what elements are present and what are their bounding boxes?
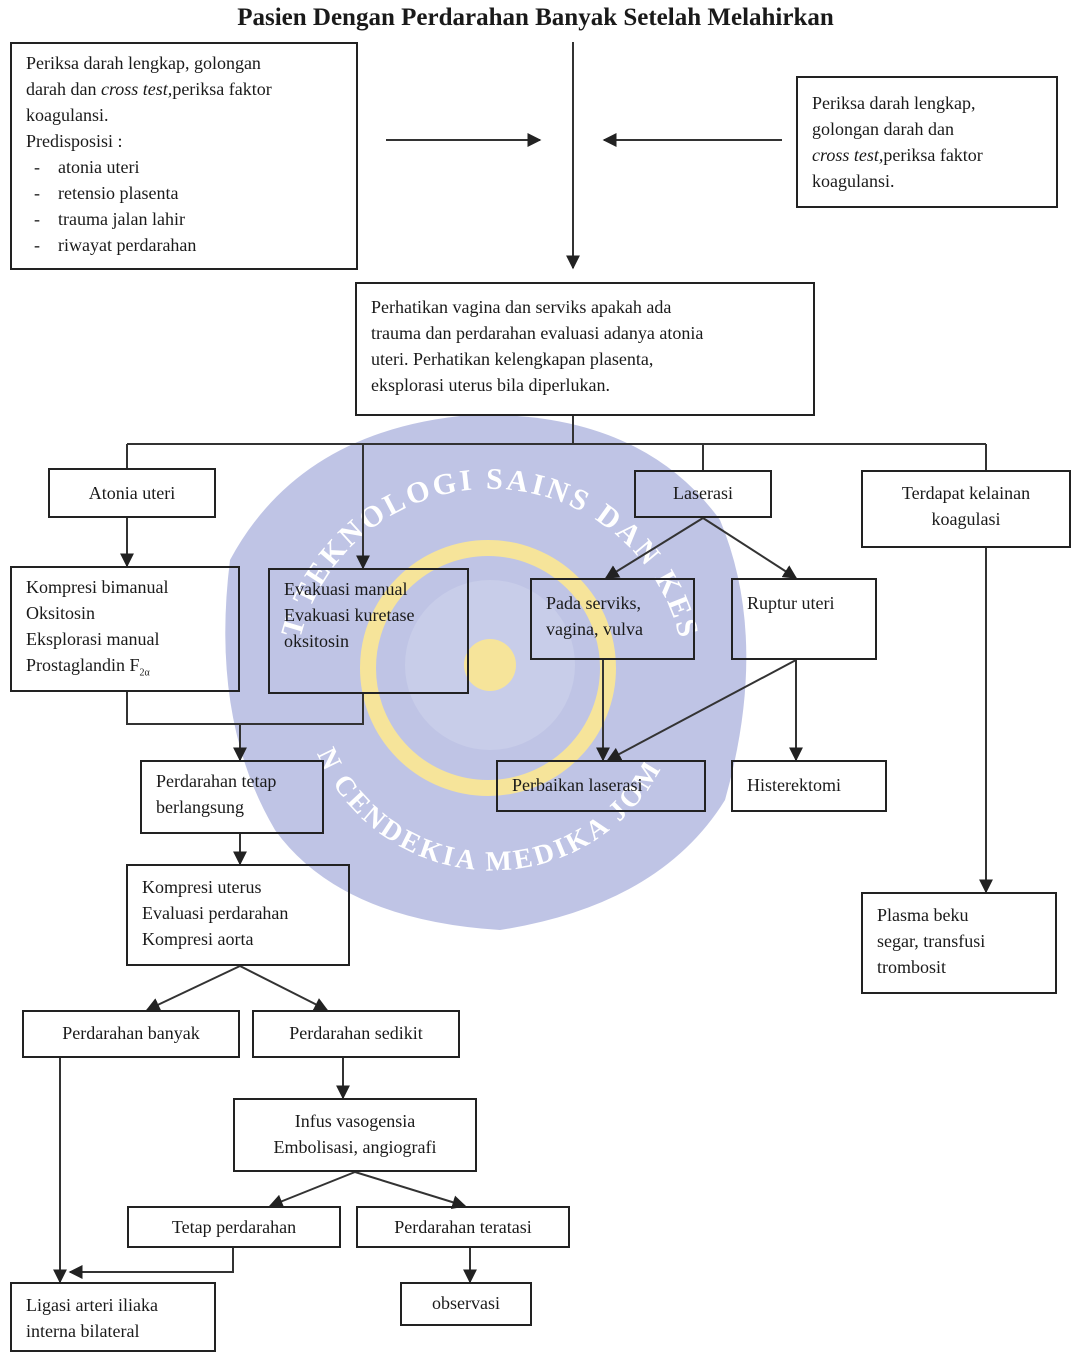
arrow-ruptur-to-perbaikan [606, 659, 797, 761]
pada-serviks-box: Pada serviks, vagina, vulva [530, 578, 695, 660]
text-line: berlangsung [156, 797, 244, 817]
list-item: riwayat perdarahan [26, 232, 342, 258]
tetap-perdarahan-box: Tetap perdarahan [127, 1206, 341, 1248]
arrow-to-tetap-perdarahan [268, 1171, 356, 1208]
text-line: koagulasi [931, 509, 1001, 529]
evakuasi-box: Evakuasi manual Evakuasi kuretase oksito… [268, 568, 469, 694]
list-item: trauma jalan lahir [26, 206, 342, 232]
text-line: Eksplorasi manual [26, 629, 160, 649]
diagram-title: Pasien Dengan Perdarahan Banyak Setelah … [237, 4, 834, 31]
perdarahan-tetap-box: Perdarahan tetap berlangsung [140, 760, 324, 834]
text-line: koagulansi. [26, 105, 109, 125]
text-line: trauma dan perdarahan evaluasi adanya at… [371, 323, 704, 343]
kompresi-uterus-box: Kompresi uterus Evaluasi perdarahan Komp… [126, 864, 350, 966]
arrow-to-serviks [604, 517, 704, 579]
list-item: retensio plasenta [26, 180, 342, 206]
list-item: atonia uteri [26, 154, 342, 180]
text-line: interna bilateral [26, 1321, 140, 1341]
koagulasi-box: Terdapat kelainan koagulasi [861, 470, 1071, 548]
text-line: Periksa darah lengkap, [812, 93, 976, 113]
lab-predisposisi-box: Periksa darah lengkap, golongan darah da… [10, 42, 358, 270]
lab-box-right: Periksa darah lengkap, golongan darah da… [796, 76, 1058, 208]
text-line: Evaluasi perdarahan [142, 903, 289, 923]
text-line: cross test,periksa faktor [812, 145, 983, 165]
text-line: segar, transfusi [877, 931, 986, 951]
perdarahan-banyak-box: Perdarahan banyak [22, 1010, 240, 1058]
text-line: darah dan cross test,periksa faktor [26, 79, 272, 99]
text-line: Terdapat kelainan [901, 483, 1031, 503]
ligasi-box: Ligasi arteri iliaka interna bilateral [10, 1282, 216, 1352]
arrow-to-ruptur [702, 517, 798, 579]
atonia-box: Atonia uteri [48, 468, 216, 518]
text-line: Kompresi bimanual [26, 577, 169, 597]
infus-box: Infus vasogensia Embolisasi, angiografi [233, 1098, 477, 1172]
arrow-to-perdarahan-banyak [145, 965, 241, 1011]
observasi-box: observasi [400, 1282, 532, 1326]
perbaikan-box: Perbaikan laserasi [496, 760, 706, 812]
histerektomi-box: Histerektomi [731, 760, 887, 812]
watermark-ring [360, 540, 616, 796]
arrow-tetap-to-ligasi [68, 1248, 234, 1279]
kompresi-bimanual-box: Kompresi bimanual Oksitosin Eksplorasi m… [10, 566, 240, 692]
predisposisi-label: Predisposisi : [26, 131, 123, 151]
text-line: Periksa darah lengkap, golongan [26, 53, 261, 73]
text-line: Prostaglandin F2α [26, 655, 150, 679]
text-line: Oksitosin [26, 603, 96, 623]
text-line: Infus vasogensia [294, 1111, 416, 1131]
text-line: golongan darah dan [812, 119, 954, 139]
predisposisi-list: atonia uteri retensio plasenta trauma ja… [26, 154, 342, 258]
text-line: Kompresi uterus [142, 877, 262, 897]
ruptur-box: Ruptur uteri [731, 578, 877, 660]
arrow-to-perdarahan-teratasi [354, 1171, 467, 1209]
merge-line [126, 692, 364, 725]
text-line: Evakuasi kuretase [284, 605, 415, 625]
perdarahan-sedikit-box: Perdarahan sedikit [252, 1010, 460, 1058]
text-line: Kompresi aorta [142, 929, 254, 949]
exam-box: Perhatikan vagina dan serviks apakah ada… [355, 282, 815, 416]
text-line: Embolisasi, angiografi [273, 1137, 437, 1157]
text-line: vagina, vulva [546, 619, 643, 639]
text-line: Pada serviks, [546, 593, 641, 613]
text-line: Perhatikan vagina dan serviks apakah ada [371, 297, 672, 317]
text-line: trombosit [877, 957, 947, 977]
text-line: Ligasi arteri iliaka [26, 1295, 158, 1315]
text-line: Evakuasi manual [284, 579, 408, 599]
text-line: Plasma beku [877, 905, 969, 925]
laserasi-box: Laserasi [634, 470, 772, 518]
perdarahan-teratasi-box: Perdarahan teratasi [356, 1206, 570, 1248]
plasma-box: Plasma beku segar, transfusi trombosit [861, 892, 1057, 994]
text-line: uteri. Perhatikan kelengkapan plasenta, [371, 349, 654, 369]
text-line: Perdarahan tetap [156, 771, 277, 791]
text-line: oksitosin [284, 631, 350, 651]
text-line: eksplorasi uterus bila diperlukan. [371, 375, 610, 395]
watermark-center [464, 639, 516, 691]
text-line: koagulansi. [812, 171, 895, 191]
arrow-to-perdarahan-sedikit [239, 965, 329, 1011]
